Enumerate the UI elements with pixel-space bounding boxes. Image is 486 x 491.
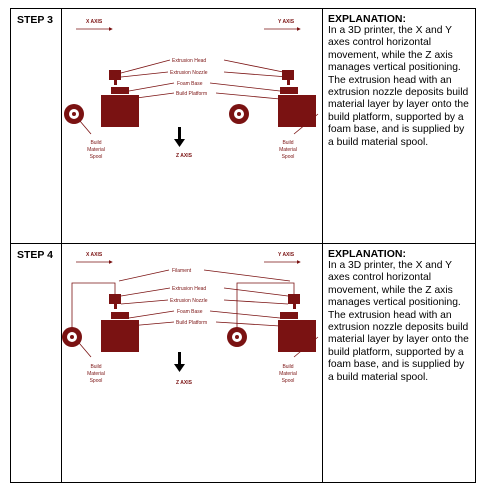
extrusion-nozzle-icon [114,80,117,85]
step-row: STEP 3 [10,8,476,244]
extrusion-nozzle-icon [114,304,117,309]
spool-label-line: Spool [282,378,295,384]
extrusion-nozzle-icon [293,304,296,309]
spool-label-line: Spool [90,378,103,384]
y-axis-label: Y AXIS [278,19,295,25]
build-platform-label: Build Platform [176,320,207,326]
explanation-text: In a 3D printer, the X and Y axes contro… [328,25,469,148]
step-label: STEP 3 [17,14,53,26]
spool-label-line: Material [279,147,297,153]
build-platform-label: Build Platform [176,91,207,97]
diagram-cell: X AXIS Y AXIS Z AXIS Filament Extrusion … [61,243,323,483]
spool-label-line: Material [279,371,297,377]
spool-label-line: Material [87,371,105,377]
spool-label-line: Spool [90,154,103,160]
left-spool-icon [64,104,84,124]
build-platform-icon [278,320,316,352]
spool-label-line: Build [282,364,293,370]
filament-label: Filament [172,268,192,274]
extrusion-head-icon [109,70,121,80]
z-axis-label: Z AXIS [176,380,193,386]
foam-base-icon [280,312,298,319]
right-printer [278,70,316,127]
explanation-title: EXPLANATION: [328,248,406,260]
right-printer [278,294,316,352]
left-printer [101,294,139,352]
y-axis-label: Y AXIS [278,252,295,258]
foam-base-icon [111,87,129,94]
spool-label-line: Build [282,140,293,146]
explanation-cell: EXPLANATION: In a 3D printer, the X and … [322,8,476,244]
z-axis-arrow [174,127,185,147]
left-spool-icon [62,327,82,347]
spool-label-line: Spool [282,154,295,160]
extrusion-head-label: Extrusion Head [172,286,206,292]
extrusion-head-icon [282,70,294,80]
build-platform-icon [278,95,316,127]
x-axis-label: X AXIS [86,19,103,25]
foam-base-icon [111,312,129,319]
step-row: STEP 4 [10,243,476,483]
build-platform-icon [101,320,139,352]
spool-label-line: Build [90,140,101,146]
build-platform-icon [101,95,139,127]
x-axis-label: X AXIS [86,252,103,258]
foam-base-icon [280,87,298,94]
extrusion-head-icon [288,294,300,304]
diagram-cell: X AXIS Y AXIS Z AXIS Extrusion Head Extr… [61,8,323,244]
z-axis-arrow [174,352,185,372]
right-spool-icon [227,327,247,347]
extrusion-nozzle-label: Extrusion Nozzle [170,70,208,76]
extrusion-head-label: Extrusion Head [172,58,206,64]
extrusion-nozzle-icon [287,80,290,85]
explanation-title: EXPLANATION: [328,13,406,25]
explanation-cell: EXPLANATION: In a 3D printer, the X and … [322,243,476,483]
extrusion-head-icon [109,294,121,304]
step-label: STEP 4 [17,249,53,261]
extrusion-nozzle-label: Extrusion Nozzle [170,298,208,304]
printer-diagram: X AXIS Y AXIS Z AXIS Filament Extrusion … [62,252,319,386]
explanation-text: In a 3D printer, the X and Y axes contro… [328,260,469,383]
spool-label-line: Build [90,364,101,370]
step-cell: STEP 3 [10,8,62,244]
step-cell: STEP 4 [10,243,62,483]
foam-base-label: Foam Base [177,309,203,315]
left-printer [101,70,139,127]
steps-table: STEP 3 [10,8,476,483]
foam-base-label: Foam Base [177,81,203,87]
z-axis-label: Z AXIS [176,153,193,159]
printer-diagram: X AXIS Y AXIS Z AXIS Extrusion Head Extr… [64,19,319,160]
spool-label-line: Material [87,147,105,153]
right-spool-icon [229,104,249,124]
